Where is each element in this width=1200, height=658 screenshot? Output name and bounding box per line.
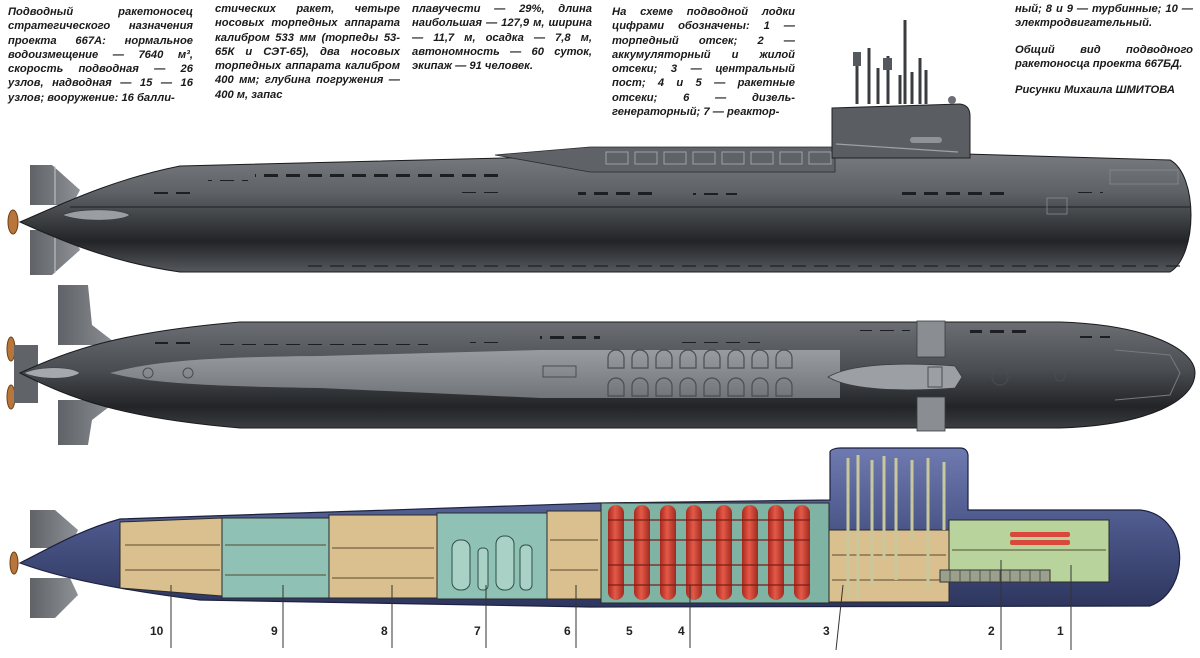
cutaway-propeller-icon [9,551,19,575]
caption-column: ный; 8 и 9 — турбинные; 10 — электродвиг… [1015,2,1193,97]
cutaway-lower-rudder [30,578,78,618]
leader-lines [170,560,1072,651]
spec-text-column-3: плавучести — 29%, длина наибольшая — 127… [412,3,592,73]
sail [831,103,971,159]
propeller-starboard-icon [6,384,16,410]
compartment-label-1: 1 [1057,624,1064,638]
compartment-label-2: 2 [988,624,995,638]
illustration-credit: Рисунки Михаила ШМИТОВА [1015,84,1175,97]
missile-tubes [608,505,810,600]
legend-text-column: На схеме подводной лодки цифрами обознач… [612,6,795,119]
compartment-label-9: 9 [271,624,278,638]
port-stabilizer [58,285,118,345]
compartment-label-6: 6 [564,624,571,638]
compartment-label-3: 3 [823,624,830,638]
compartment-9-turbine [221,517,330,599]
compartment-label-4: 4 [678,624,685,638]
sail-masts-interior [846,455,946,600]
compartment-label-10: 10 [150,624,164,638]
sail-plane-port [916,320,946,358]
propeller-icon [7,209,19,235]
spec-text-column-2: стических ракет, четыре носовых торпедны… [215,3,400,101]
sail-plane-starboard [916,396,946,432]
hull [18,149,1192,273]
top-view [6,285,1196,445]
spec-text-column-1: Подводный ракетоносец стратегического на… [8,6,193,104]
compartment-label-8: 8 [381,624,388,638]
missile-hatches [607,349,793,397]
compartment-label-5: 5 [626,624,633,638]
propeller-port-icon [6,336,16,362]
cutaway-upper-rudder [30,510,78,548]
figure-caption: Общий вид подводного ракетоносца проекта… [1015,43,1193,70]
compartment-10-electric-motor [119,517,223,597]
cutaway-view [9,447,1181,651]
legend-continuation: ный; 8 и 9 — турбинные; 10 — электродвиг… [1015,3,1193,30]
compartment-label-7: 7 [474,624,481,638]
compartment-6-diesel-generator [546,510,602,600]
starboard-stabilizer [58,400,118,445]
side-view [7,20,1192,275]
compartment-8-turbine [328,514,438,599]
